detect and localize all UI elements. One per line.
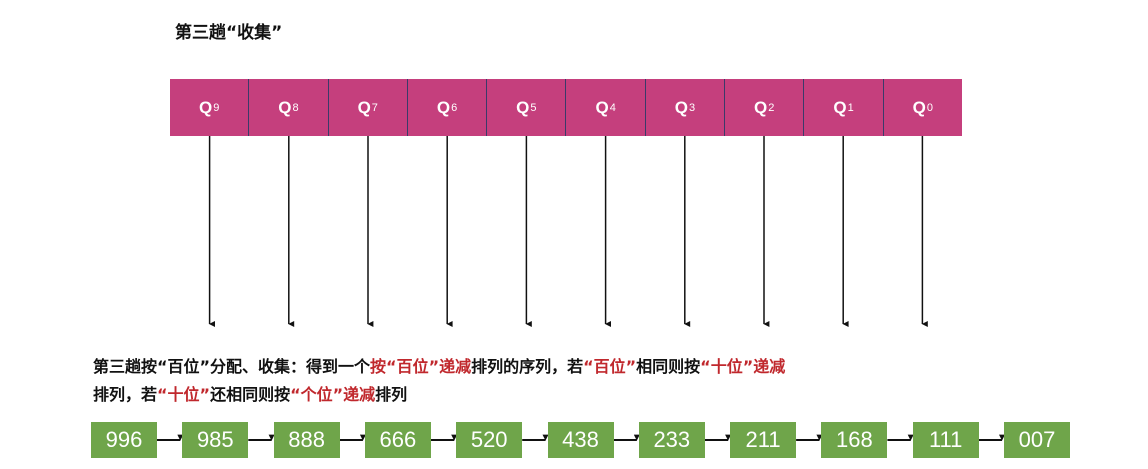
sequence-node: 520 bbox=[456, 422, 523, 458]
queue-subscript: 2 bbox=[768, 101, 775, 114]
sequence-node: 996 bbox=[91, 422, 157, 458]
highlight-text: “个位”递减 bbox=[290, 385, 376, 404]
queue-label: Q bbox=[278, 97, 292, 117]
sequence-node: 111 bbox=[912, 422, 979, 458]
queue-label: Q bbox=[516, 97, 530, 117]
queue-subscript: 1 bbox=[847, 101, 854, 114]
description-text: 第三趟按“百位”分配、收集：得到一个 bbox=[93, 357, 371, 376]
highlight-text: “十位”递减 bbox=[700, 357, 786, 376]
queue-label: Q bbox=[436, 97, 451, 117]
queue-label: Q bbox=[754, 97, 768, 117]
description-text: 排列 bbox=[375, 385, 408, 404]
description-line-2: 排列，若“十位”还相同则按“个位”递减排列 bbox=[93, 381, 1053, 409]
queue-subscript: 3 bbox=[688, 101, 696, 114]
description-line-1: 第三趟按“百位”分配、收集：得到一个按“百位”递减排列的序列，若“百位”相同则按… bbox=[93, 353, 1053, 381]
sequence-node: 985 bbox=[182, 422, 249, 458]
description-text: 排列的序列，若 bbox=[471, 357, 584, 376]
highlight-text: “百位” bbox=[583, 357, 637, 376]
sequence-node: 666 bbox=[364, 422, 431, 458]
queue-subscript: 0 bbox=[926, 101, 933, 114]
queue-label: Q bbox=[833, 97, 847, 117]
queue-subscript: 9 bbox=[213, 101, 220, 114]
sequence-node: 888 bbox=[273, 422, 340, 458]
diagram-title: 第三趟“收集” bbox=[175, 23, 283, 43]
description-text: 相同则按 bbox=[636, 357, 701, 376]
queue-label: Q bbox=[912, 97, 926, 117]
queue-label: Q bbox=[595, 97, 609, 117]
description-text: 还相同则按 bbox=[210, 385, 291, 404]
queue-subscript: 5 bbox=[530, 101, 537, 114]
sequence-node: 211 bbox=[730, 422, 797, 458]
sequence-node: 233 bbox=[638, 422, 705, 458]
description: 第三趟按“百位”分配、收集：得到一个按“百位”递减排列的序列，若“百位”相同则按… bbox=[93, 353, 1053, 409]
queue-subscript: 8 bbox=[292, 101, 299, 114]
queue-label: Q bbox=[198, 97, 213, 117]
highlight-text: 按“百位”递减 bbox=[370, 357, 472, 376]
queue-subscript: 7 bbox=[371, 101, 378, 114]
sequence-node: 168 bbox=[821, 422, 888, 458]
highlight-text: “十位” bbox=[157, 385, 211, 404]
description-text: 排列，若 bbox=[93, 385, 158, 404]
sequence-node: 438 bbox=[547, 422, 614, 458]
sequence-node: 007 bbox=[1004, 422, 1070, 458]
queue-label: Q bbox=[674, 97, 688, 117]
queue-subscript: 6 bbox=[451, 101, 458, 114]
queue-subscript: 4 bbox=[609, 101, 616, 114]
queue-label: Q bbox=[357, 97, 371, 117]
